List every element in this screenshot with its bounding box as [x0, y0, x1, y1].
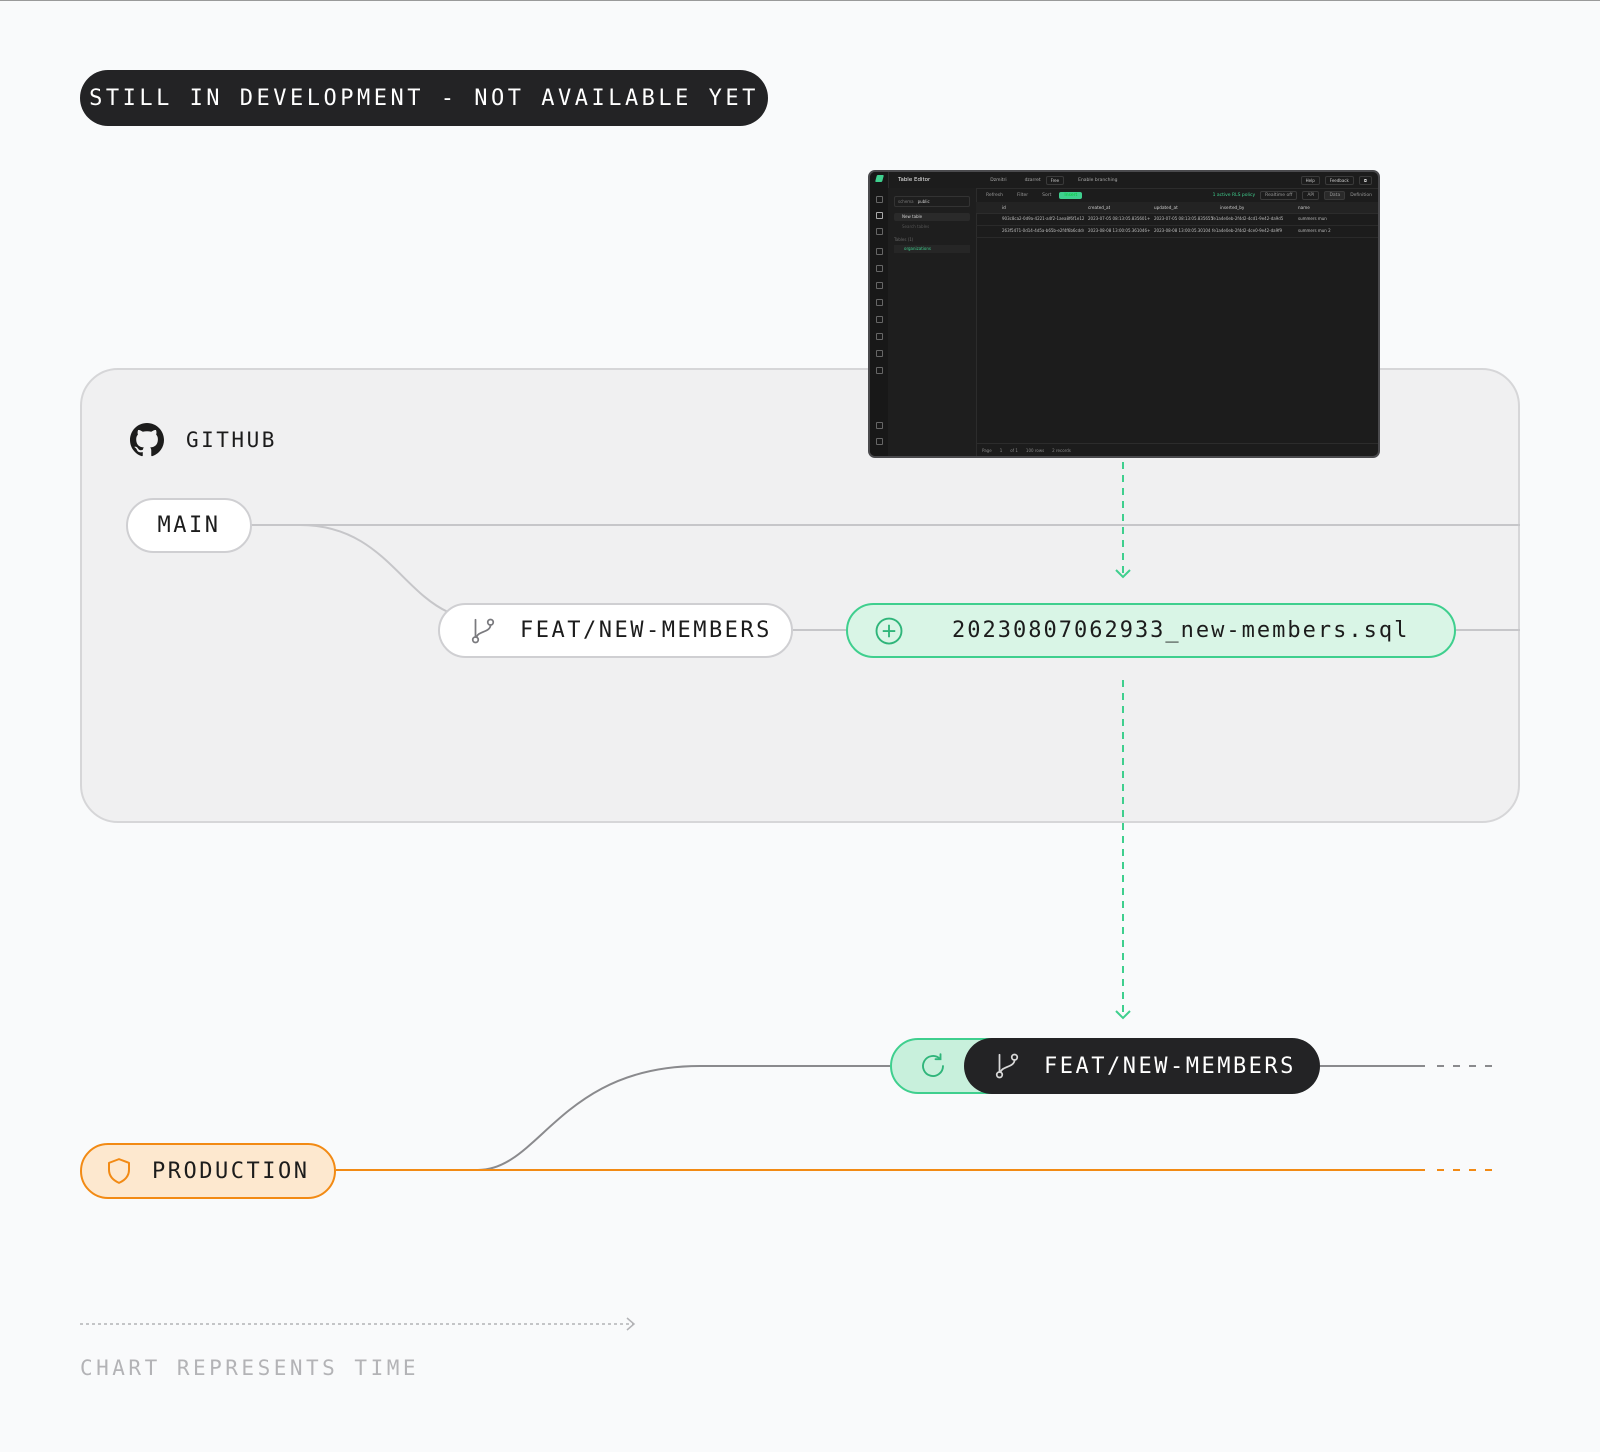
screenshot-project: dzarret [1024, 177, 1041, 183]
refresh-icon [922, 1053, 944, 1077]
migration-file-name: 20230807062933_new-members.sql [952, 618, 1410, 643]
functions-icon [876, 299, 883, 306]
user-icon [876, 438, 883, 445]
development-status-banner: STILL IN DEVELOPMENT - NOT AVAILABLE YET [80, 70, 768, 126]
preview-branch-pill: FEAT/NEW-MEMBERS [964, 1038, 1320, 1094]
reports-icon [876, 316, 883, 323]
feature-branch-curve [250, 524, 449, 613]
preview-branch-curve [477, 1065, 890, 1171]
screenshot-topbar: Table Editor Dzmitri dzarret Free Enable… [888, 172, 1378, 189]
production-label: PRODUCTION [152, 1158, 310, 1184]
grid-footer: Page 1 of 1 100 rows 2 records [976, 443, 1378, 456]
storage-icon [876, 282, 883, 289]
grid-header: id created_at updated_at inserted_by nam… [976, 202, 1378, 214]
grid-row: 903c8ca2-0d9a-4221-a4f2-1aea8f6f1e120 20… [976, 213, 1378, 226]
table-icon [876, 212, 883, 219]
screenshot-help: Help [1300, 175, 1320, 185]
screenshot-title: Table Editor [898, 177, 931, 183]
screenshot-plan: Free [1045, 175, 1065, 185]
screenshot-toolbar: Refresh Filter Sort Insert 1 active RLS … [976, 188, 1378, 203]
git-branch-icon [995, 1053, 1019, 1079]
table-item-organizations: organizations [894, 245, 970, 253]
grid-row: 263f5471-0d14-4d5a-b65b-e2f4f6b6cdd4 202… [976, 225, 1378, 238]
search-icon [876, 422, 883, 429]
logs-icon [876, 333, 883, 340]
github-label: GITHUB [186, 428, 277, 452]
home-icon [876, 196, 883, 203]
schema-select: schema public [894, 196, 970, 207]
main-branch-pill: MAIN [126, 498, 252, 553]
screenshot-sidebar: schema public New table Search tables Ta… [888, 188, 977, 456]
api-icon [876, 350, 883, 357]
feature-branch-label: FEAT/NEW-MEMBERS [520, 618, 772, 643]
auth-icon [876, 265, 883, 272]
shield-icon [108, 1158, 130, 1184]
new-table-button: New table [894, 213, 970, 221]
bell-icon: ◘ [1358, 175, 1372, 185]
tables-heading: Tables (1) [894, 237, 914, 242]
screenshot-feedback: Feedback [1324, 175, 1354, 185]
screenshot-icon-rail [870, 172, 889, 456]
add-circle-icon [875, 617, 903, 644]
screenshot-org: Dzmitri [990, 177, 1007, 183]
screenshot-branching: Enable branching [1078, 177, 1118, 183]
github-header: GITHUB [130, 420, 277, 460]
table-search: Search tables [902, 224, 930, 229]
table-editor-screenshot: Table Editor Dzmitri dzarret Free Enable… [868, 170, 1380, 458]
logo-icon [875, 175, 884, 182]
github-icon [130, 423, 164, 457]
time-caption: CHART REPRESENTS TIME [80, 1356, 420, 1380]
production-pill: PRODUCTION [80, 1143, 336, 1199]
migration-file-pill: 20230807062933_new-members.sql [846, 603, 1456, 658]
sql-icon [876, 228, 883, 235]
top-border [0, 0, 1600, 1]
preview-branch-label: FEAT/NEW-MEMBERS [1044, 1053, 1296, 1079]
settings-icon [876, 367, 883, 374]
feature-branch-pill: FEAT/NEW-MEMBERS [438, 603, 793, 658]
git-branch-icon [471, 618, 495, 643]
database-icon [876, 248, 883, 255]
